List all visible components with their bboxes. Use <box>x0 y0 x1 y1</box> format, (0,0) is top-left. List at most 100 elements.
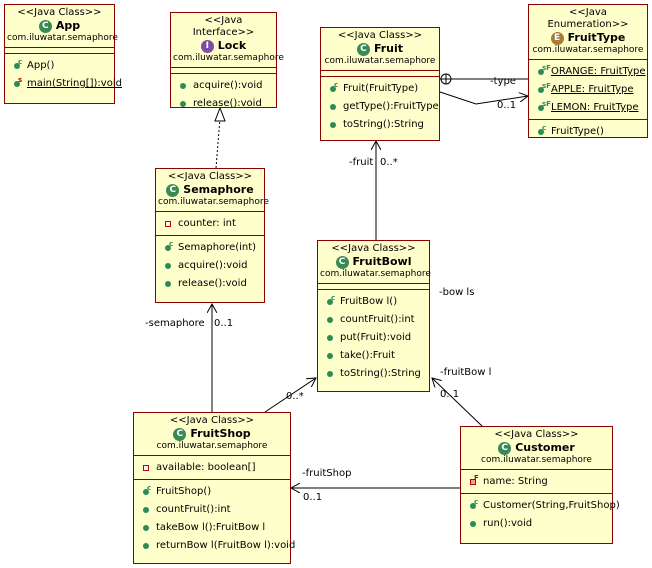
method-row[interactable]: takeBow l():FruitBow l <box>134 519 290 537</box>
method-row[interactable]: take():Fruit <box>318 347 429 365</box>
package-name: com.iluwatar.semaphore <box>7 33 118 43</box>
public-method-icon <box>140 540 152 552</box>
package-name: com.iluwatar.semaphore <box>532 45 644 55</box>
private-field-icon <box>140 462 152 474</box>
method-row[interactable]: acquire():void <box>171 77 276 95</box>
method-signature: release():void <box>193 98 262 109</box>
fields-section: counter: int <box>156 212 264 236</box>
method-signature: returnBow l(FruitBow l):void <box>156 540 296 551</box>
field-signature: LEMON: FruitType <box>551 102 639 113</box>
method-row[interactable]: returnBow l(FruitBow l):void <box>134 537 295 555</box>
shop-bowl-association <box>264 378 316 413</box>
field-signature: available: boolean[] <box>156 462 256 473</box>
method-signature: FruitShop() <box>156 486 212 497</box>
fruit-multiplicity-label: 0..* <box>380 157 398 168</box>
method-row[interactable]: getType():FruitType <box>321 98 439 116</box>
customer-shop-multiplicity-label: 0..1 <box>303 492 323 503</box>
static-final-field-icon: sF <box>535 100 551 114</box>
stereotype: <<Java Interface>> <box>192 15 255 38</box>
method-row[interactable]: toString():String <box>318 365 429 383</box>
static-final-field-icon: sF <box>535 64 551 78</box>
method-row[interactable]: put(Fruit):void <box>318 329 429 347</box>
method-signature: countFruit():int <box>340 314 415 325</box>
field-row[interactable]: available: boolean[] <box>134 459 290 477</box>
method-row[interactable]: release():void <box>156 275 264 293</box>
class-name-text: FruitType <box>567 31 626 44</box>
stereotype: <<Java Class>> <box>337 30 423 41</box>
stereotype: <<Java Class>> <box>331 243 416 254</box>
method-row[interactable]: countFruit():int <box>134 501 290 519</box>
method-row[interactable]: countFruit():int <box>318 311 429 329</box>
package-name: com.iluwatar.semaphore <box>324 56 436 66</box>
static-final-field-icon: sF <box>535 82 551 96</box>
fields-section <box>318 284 429 290</box>
static-method-icon: s <box>11 76 23 90</box>
type-role-label: -type <box>490 76 516 87</box>
stereotype: <<Java Class>> <box>17 7 102 18</box>
package-name: com.iluwatar.semaphore <box>173 53 284 63</box>
field-row[interactable]: counter: int <box>156 215 264 233</box>
field-signature: ORANGE: FruitType <box>551 66 646 77</box>
public-method-icon <box>324 350 336 362</box>
package-name: com.iluwatar.semaphore <box>158 197 269 207</box>
methods-section: acquire():void release():void <box>171 74 276 115</box>
class-name-text: Fruit <box>373 42 404 55</box>
enum-icon: E <box>550 31 564 45</box>
method-row[interactable]: run():void <box>461 515 612 533</box>
fields-section: available: boolean[] <box>134 456 290 480</box>
class-icon: C <box>356 42 370 56</box>
public-method-icon <box>324 368 336 380</box>
class-name-text: FruitBowl <box>352 255 412 268</box>
method-row[interactable]: release():void <box>171 95 276 113</box>
public-method-icon <box>162 260 174 272</box>
method-signature: Fruit(FruitType) <box>343 83 419 94</box>
method-row[interactable]: acquire():void <box>156 257 264 275</box>
customer-bowl-role-label: -fruitBow l <box>440 367 492 378</box>
constructor-icon: c <box>11 58 23 72</box>
public-method-icon <box>140 504 152 516</box>
method-signature: toString():String <box>340 368 421 379</box>
public-method-icon <box>140 522 152 534</box>
package-name: com.iluwatar.semaphore <box>481 455 592 465</box>
package-name: com.iluwatar.semaphore <box>156 441 268 451</box>
fields-section <box>5 48 114 54</box>
public-method-icon <box>162 278 174 290</box>
method-row[interactable]: toString():String <box>321 116 439 134</box>
method-signature: takeBow l():FruitBow l <box>156 522 266 533</box>
